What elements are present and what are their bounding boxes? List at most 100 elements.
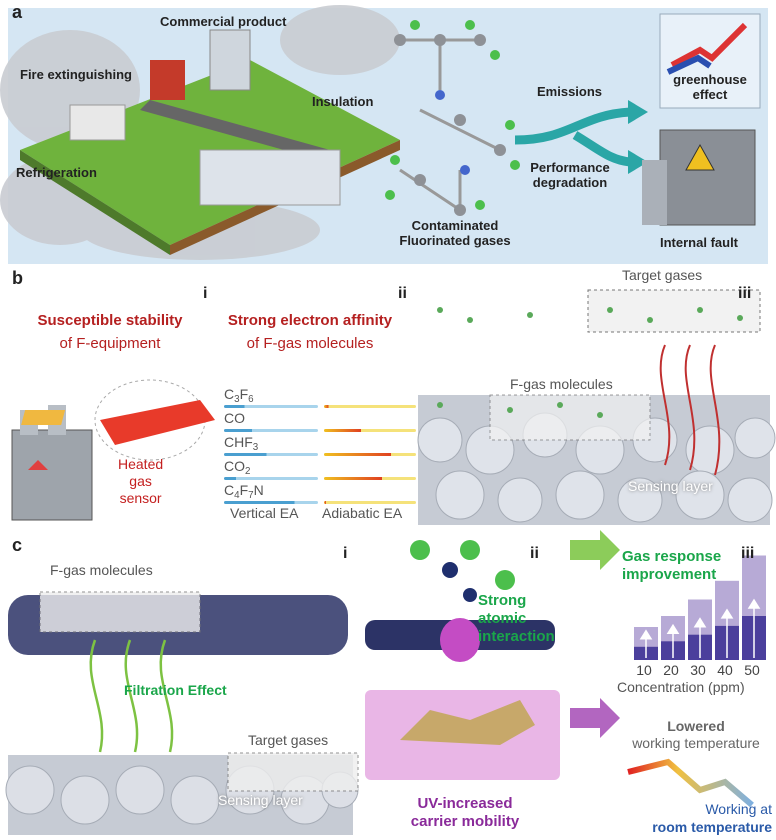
label-performance: Performance degradation bbox=[520, 160, 620, 190]
formula-part: F bbox=[239, 482, 249, 498]
filtration-label: Filtration Effect bbox=[124, 682, 227, 698]
room-label: Working at room temperature bbox=[630, 800, 772, 836]
label-emissions: Emissions bbox=[537, 84, 603, 99]
label-commercial: Commercial product bbox=[160, 14, 287, 29]
roman-c-ii: ii bbox=[530, 545, 539, 562]
warning-icon bbox=[685, 143, 715, 171]
x-tick-label: 30 bbox=[690, 662, 706, 678]
formula-part: C bbox=[224, 386, 235, 402]
trend-arrow-icon bbox=[670, 22, 748, 68]
arrow-green-icon bbox=[570, 530, 620, 570]
contaminated-line2: Fluorinated gases bbox=[399, 233, 511, 248]
up-arrow-icon bbox=[747, 598, 761, 658]
room-line2: room temperature bbox=[652, 819, 772, 835]
roman-c-iii: iii bbox=[741, 545, 755, 562]
room-line1: Working at bbox=[705, 801, 772, 817]
molecule-icon bbox=[385, 20, 520, 216]
adiabatic-ea-bar bbox=[324, 429, 416, 432]
label-fire: Fire extinguishing bbox=[20, 67, 132, 82]
formula-part: CHF bbox=[224, 434, 253, 450]
atomic-line2: atomic bbox=[478, 610, 527, 627]
adiabatic-ea-bar bbox=[324, 453, 416, 456]
uv-line1: UV-increased bbox=[417, 795, 513, 812]
sensor-line1: Heated bbox=[118, 456, 164, 472]
x-tick-label: 20 bbox=[663, 662, 679, 678]
affinity-text: Strong electron affinity of F-gas molecu… bbox=[210, 312, 410, 352]
sensor-chip bbox=[100, 400, 215, 445]
fgas-label-b: F-gas molecules bbox=[510, 376, 613, 392]
molecule-name: CHF3 bbox=[224, 434, 258, 453]
blocked-path-arrows bbox=[659, 344, 721, 476]
up-arrow-icon bbox=[720, 608, 734, 658]
roman-b-i: i bbox=[203, 285, 208, 302]
vertical-ea-bar bbox=[224, 405, 318, 408]
lowered-label: Lowered working temperature bbox=[616, 718, 776, 752]
performance-line1: Performance bbox=[530, 160, 610, 175]
formula-part: 7 bbox=[248, 490, 254, 501]
formula-part: CO bbox=[224, 410, 245, 426]
chart-xlabel: Concentration (ppm) bbox=[617, 679, 745, 695]
molecule-name: CO bbox=[224, 410, 245, 429]
adiabatic-ea-bar bbox=[324, 477, 416, 480]
uv-line2: carrier mobility bbox=[410, 813, 520, 830]
arrow-purple-icon bbox=[570, 698, 620, 738]
greenhouse-line1: greenhouse bbox=[673, 72, 747, 87]
panel-b-letter: b bbox=[12, 268, 23, 288]
affinity-line1: Strong electron affinity bbox=[227, 312, 393, 329]
molecule-name: CO2 bbox=[224, 458, 250, 477]
vertical-ea-bar bbox=[224, 501, 318, 504]
label-insulation: Insulation bbox=[312, 94, 374, 109]
up-arrow-icon bbox=[639, 629, 653, 658]
sensing-label-b: Sensing layer bbox=[628, 478, 713, 494]
up-arrow-icon bbox=[693, 617, 707, 658]
atomic-line3: interaction bbox=[478, 628, 555, 645]
formula-part: 4 bbox=[234, 490, 240, 501]
formula-part: 3 bbox=[234, 394, 240, 405]
adiabatic-ea-bar bbox=[324, 405, 416, 408]
adiabatic-ea-bar bbox=[324, 501, 416, 504]
sensing-label-c: Sensing layer bbox=[218, 792, 303, 808]
stability-text: Susceptible stability of F-equipment bbox=[20, 312, 200, 352]
formula-part: 2 bbox=[245, 466, 251, 477]
vertical-ea-bar bbox=[224, 453, 318, 456]
target-gases-label-b: Target gases bbox=[622, 267, 703, 283]
molecule-name: C3F6 bbox=[224, 386, 254, 405]
formula-part: F bbox=[239, 386, 249, 402]
split-arrow-icon bbox=[514, 107, 631, 167]
sensor-line3: sensor bbox=[119, 490, 162, 506]
label-contaminated: Contaminated Fluorinated gases bbox=[395, 218, 515, 248]
formula-part: CO bbox=[224, 458, 245, 474]
formula-part: N bbox=[253, 482, 264, 498]
label-fault: Internal fault bbox=[660, 235, 739, 250]
formula-part: C bbox=[224, 482, 235, 498]
response-chart bbox=[634, 555, 766, 660]
uv-label: UV-increased carrier mobility bbox=[380, 795, 550, 831]
response-label: Gas response improvement bbox=[622, 548, 721, 584]
formula-part: 3 bbox=[252, 442, 259, 453]
filtration-arrows bbox=[89, 639, 174, 753]
x-tick-label: 50 bbox=[744, 662, 760, 678]
target-gases-label-c: Target gases bbox=[248, 732, 329, 748]
sensor-label: Heated gas sensor bbox=[118, 456, 163, 507]
gis-equipment bbox=[11, 429, 93, 521]
roman-b-ii: ii bbox=[398, 285, 407, 302]
affinity-line2: of F-gas molecules bbox=[246, 335, 374, 352]
stability-line2: of F-equipment bbox=[59, 335, 161, 352]
ea-axis-adiabatic: Adiabatic EA bbox=[322, 505, 403, 521]
atomic-label: Strong atomic interaction bbox=[478, 592, 555, 646]
label-greenhouse: greenhouse effect bbox=[664, 72, 756, 102]
response-line1: Gas response bbox=[622, 548, 722, 565]
performance-line2: degradation bbox=[532, 175, 608, 190]
label-refrigeration: Refrigeration bbox=[16, 165, 97, 180]
greenhouse-line2: effect bbox=[692, 87, 728, 102]
roman-b-iii: iii bbox=[738, 285, 752, 302]
vertical-ea-bar bbox=[224, 429, 318, 432]
lowered-line1: Lowered bbox=[667, 718, 725, 734]
contaminated-line1: Contaminated bbox=[411, 218, 499, 233]
atomic-line1: Strong bbox=[478, 592, 527, 609]
switchgear-equipment bbox=[659, 129, 756, 226]
sensor-line2: gas bbox=[129, 473, 152, 489]
x-tick-label: 10 bbox=[636, 662, 652, 678]
